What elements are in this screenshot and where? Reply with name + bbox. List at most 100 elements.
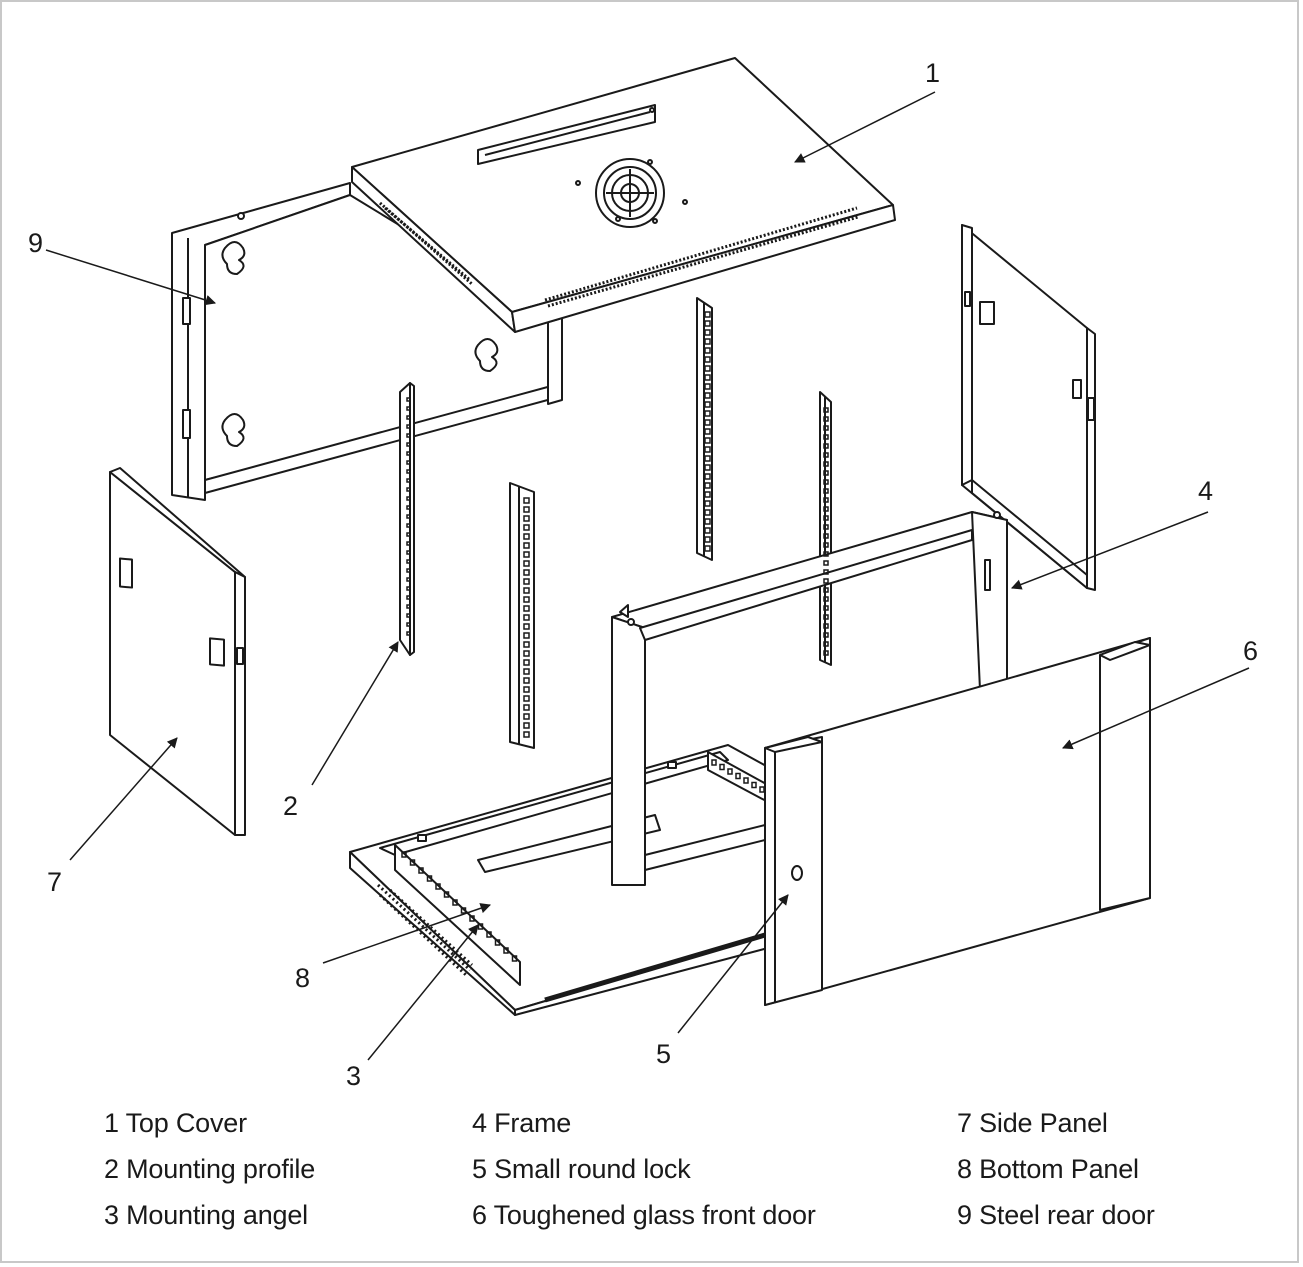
rail-hole — [406, 577, 411, 582]
rail-hole — [823, 578, 829, 584]
angle-hole — [486, 931, 492, 938]
rail-hole — [823, 650, 829, 656]
angle-hole — [503, 947, 509, 954]
angle-hole — [452, 899, 458, 906]
top-cover — [351, 57, 896, 333]
rail-hole — [704, 356, 711, 363]
rail-hole — [523, 668, 530, 675]
rail-hole — [823, 479, 829, 485]
rail-hole — [823, 506, 829, 512]
rail-hole — [523, 560, 530, 567]
rail-hole — [823, 407, 829, 413]
angle-hole — [418, 867, 424, 874]
rail-hole — [823, 632, 829, 638]
rail-hole — [523, 497, 530, 504]
rail-hole — [406, 505, 411, 510]
rail-hole — [704, 365, 711, 372]
callout-3: 3 — [346, 1061, 361, 1090]
rail-hole — [406, 415, 411, 420]
callout-8: 8 — [295, 963, 310, 993]
legend-item-top-cover: 1 Top Cover — [104, 1108, 247, 1138]
rail-hole — [823, 434, 829, 440]
rail-hole — [823, 425, 829, 431]
rail-hole — [704, 320, 711, 327]
angle-hole — [719, 763, 725, 771]
rail-hole — [704, 374, 711, 381]
rail-hole — [704, 401, 711, 408]
exploded-cabinet-diagram: 1 2 3 4 5 6 7 8 9 — [28, 57, 1258, 1090]
rail-hole — [523, 641, 530, 648]
rail-hole — [406, 433, 411, 438]
callout-7: 7 — [47, 867, 62, 897]
legend-item-side-panel: 7 Side Panel — [957, 1108, 1108, 1138]
angle-hole — [426, 875, 433, 882]
angle-hole — [443, 891, 450, 898]
rail-hole — [823, 416, 829, 422]
rail-hole — [704, 338, 711, 345]
rail-hole — [406, 406, 411, 411]
rail-hole — [823, 533, 829, 539]
legend-item-bottom-panel: 8 Bottom Panel — [957, 1154, 1139, 1184]
angle-hole — [735, 772, 741, 780]
rail-hole — [823, 515, 829, 521]
rail-hole — [823, 470, 829, 476]
rail-hole — [704, 347, 711, 354]
rail-hole — [823, 443, 829, 449]
rail-hole — [823, 551, 829, 557]
rail-hole — [406, 613, 411, 618]
legend-column-1: 1 Top Cover 2 Mounting profile 3 Mountin… — [104, 1100, 315, 1238]
rail-hole — [406, 496, 411, 501]
rail-hole — [523, 587, 530, 594]
mounting-profile-left — [399, 382, 415, 656]
rail-hole — [523, 722, 530, 729]
rail-hole — [406, 397, 411, 402]
callout-6: 6 — [1243, 636, 1258, 666]
rail-hole — [523, 578, 530, 585]
callout-2: 2 — [283, 791, 298, 821]
rail-hole — [523, 731, 530, 738]
angle-hole — [759, 786, 765, 793]
rail-hole — [823, 524, 829, 530]
rail-hole — [406, 550, 411, 555]
rail-hole — [823, 497, 829, 503]
rail-hole — [704, 527, 711, 534]
rail-hole — [523, 605, 530, 612]
mounting-profile-middle — [509, 482, 535, 749]
rail-hole — [523, 533, 530, 540]
rail-hole — [406, 568, 411, 573]
angle-hole — [743, 777, 749, 784]
rail-hole — [406, 424, 411, 429]
rail-hole — [704, 509, 711, 516]
rail-hole — [704, 473, 711, 480]
rail-hole — [523, 524, 530, 531]
rail-hole — [406, 586, 411, 591]
rail-hole — [704, 446, 711, 453]
angle-hole — [469, 915, 475, 922]
rail-hole — [823, 452, 829, 458]
legend-item-mounting-profile: 2 Mounting profile — [104, 1154, 316, 1184]
rail-hole — [523, 551, 530, 558]
rail-hole — [406, 604, 411, 609]
angle-hole — [711, 759, 717, 766]
rail-hole — [406, 541, 411, 546]
rail-hole — [406, 532, 411, 537]
rail-hole — [406, 523, 411, 528]
rail-hole — [523, 650, 530, 657]
rail-hole — [823, 596, 829, 602]
rail-hole — [823, 623, 829, 629]
angle-hole — [460, 907, 467, 914]
rail-hole — [406, 478, 411, 483]
legend-column-3: 7 Side Panel 8 Bottom Panel 9 Steel rear… — [957, 1100, 1155, 1238]
frame — [611, 511, 1008, 886]
steel-rear-door — [171, 182, 563, 501]
rail-hole — [704, 491, 711, 498]
legend-item-toughened-glass-front-door: 6 Toughened glass front door — [472, 1200, 816, 1230]
rail-hole — [406, 622, 411, 627]
rail-hole — [406, 460, 411, 465]
rail-hole — [704, 500, 711, 507]
rail-hole — [704, 428, 711, 435]
rail-hole — [823, 605, 829, 611]
rail-hole — [704, 410, 711, 417]
rail-hole — [523, 659, 530, 666]
